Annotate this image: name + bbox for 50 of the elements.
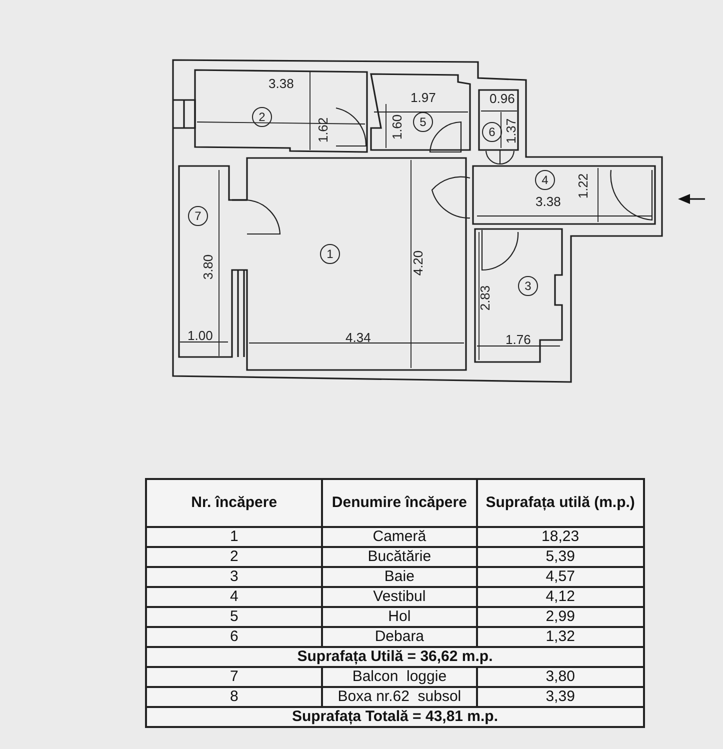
table-cell: 4 [146, 587, 322, 607]
table-cell: Balcon loggie [322, 667, 477, 687]
header-cell: Nr. încăpere [146, 479, 322, 527]
header-cell: Denumire încăpere [322, 479, 477, 527]
room-number: 2 [252, 107, 272, 127]
room-number: 5 [413, 112, 433, 132]
table-cell: 3,80 [476, 667, 644, 687]
table-cell: 4,57 [476, 567, 644, 587]
dimension-label: 1.62 [316, 117, 330, 143]
dimension-label: 1.76 [506, 333, 531, 347]
room-number: 3 [518, 276, 538, 296]
dimension-label: 4.34 [346, 331, 371, 345]
dimension-label: 3.38 [536, 195, 561, 209]
table-cell: 2 [146, 547, 322, 567]
table-cell: 3,39 [476, 687, 644, 707]
dimension-label: 4.20 [411, 250, 426, 276]
table-cell: Debara [322, 627, 477, 647]
table-cell: Vestibul [322, 587, 477, 607]
dimension-label: 1.22 [576, 173, 590, 199]
dimension-label: 1.37 [504, 118, 518, 144]
table-cell: 7 [146, 667, 322, 687]
table-cell: 3 [146, 567, 322, 587]
header-cell: Suprafața utilă (m.p.) [476, 479, 644, 527]
table-cell: 8 [146, 687, 322, 707]
table-cell: 5,39 [476, 547, 644, 567]
dimension-label: 3.38 [268, 77, 294, 91]
table-cell: 5 [146, 607, 322, 627]
dimension-label: 2.83 [478, 285, 492, 311]
dimension-label: 3.80 [201, 254, 216, 280]
summary-cell: Suprafața Totală = 43,81 m.p. [146, 707, 644, 727]
table-cell: Cameră [322, 527, 477, 547]
room-number: 4 [535, 170, 555, 190]
table-cell: 1 [146, 527, 322, 547]
table-cell: Boxa nr.62 subsol [322, 687, 477, 707]
table-cell: 1,32 [476, 627, 644, 647]
table-cell: 2,99 [476, 607, 644, 627]
table-cell: Baie [322, 567, 477, 587]
table-cell: 6 [146, 627, 322, 647]
room-number: 6 [482, 122, 502, 142]
dimension-label: 0.96 [490, 92, 515, 106]
dimension-label: 1.60 [390, 114, 404, 140]
summary-cell: Suprafața Utilă = 36,62 m.p. [146, 647, 644, 667]
table-cell: Hol [322, 607, 477, 627]
dimension-label: 1.97 [410, 91, 436, 105]
table-cell: 4,12 [476, 587, 644, 607]
room-number: 7 [188, 206, 208, 226]
dimension-label: 1.00 [188, 329, 213, 343]
table-cell: Bucătărie [322, 547, 477, 567]
table-cell: 18,23 [476, 527, 644, 547]
room-number: 1 [320, 244, 340, 264]
